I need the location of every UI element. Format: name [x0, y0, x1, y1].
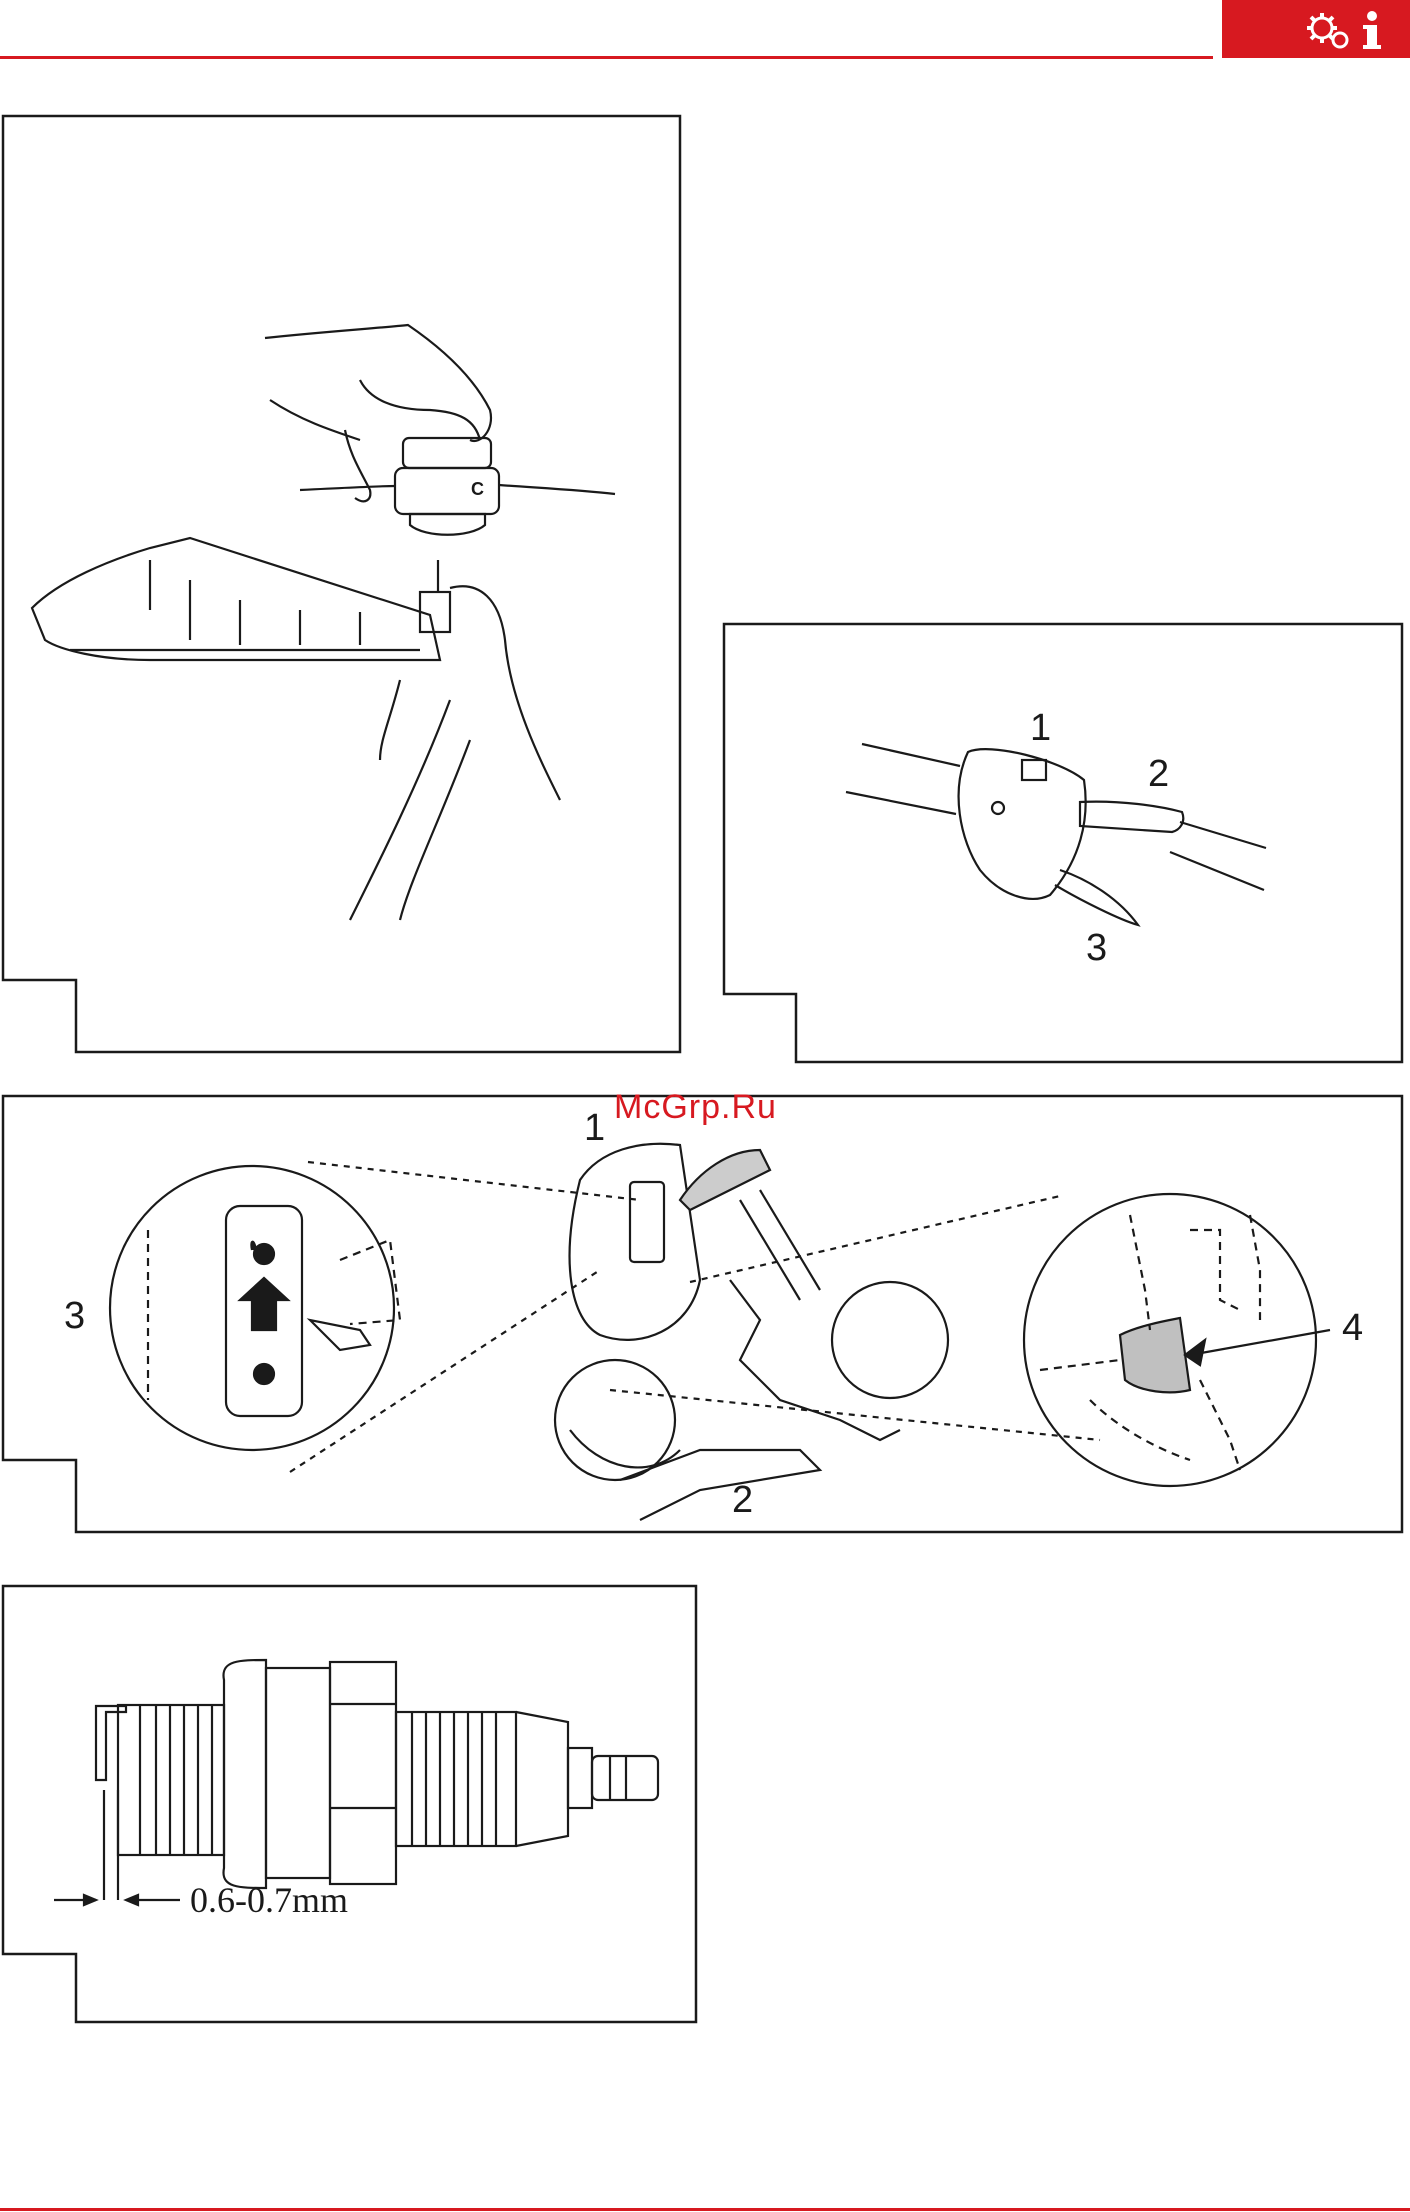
spool-illustration — [32, 325, 615, 920]
handle-illustration — [846, 744, 1266, 925]
spark-plug-frame — [3, 1586, 696, 2022]
handle-frame — [724, 624, 1402, 1062]
handle-callout-1: 1 — [1030, 707, 1051, 749]
handle-throttle-2 — [1080, 802, 1183, 832]
spool-letter: C — [471, 479, 484, 499]
engine-callout-4: 4 — [1342, 1307, 1363, 1349]
watermark: McGrp.Ru — [614, 1088, 777, 1127]
engine-zoom-right — [1024, 1194, 1330, 1486]
handle-callout-2: 2 — [1148, 753, 1169, 795]
engine-machine — [555, 1144, 1100, 1520]
engine-zoom-left — [110, 1162, 640, 1472]
handle-switch-1 — [1022, 760, 1046, 780]
footer-rule — [0, 2208, 1410, 2211]
header-rule — [0, 56, 1213, 59]
spark-plug-gap-label: 0.6-0.7mm — [190, 1880, 348, 1920]
header-badge — [1222, 0, 1410, 58]
engine-callout-3: 3 — [64, 1295, 85, 1337]
engine-frame — [3, 1096, 1402, 1532]
handle-callout-3: 3 — [1086, 927, 1107, 969]
spark-plug-illustration — [54, 1660, 658, 1905]
primer-bulb-4 — [1120, 1318, 1190, 1392]
spool-frame — [3, 116, 680, 1052]
engine-callout-2: 2 — [732, 1479, 753, 1521]
engine-callout-1: 1 — [584, 1107, 605, 1149]
gears-info-icon — [1302, 6, 1402, 54]
